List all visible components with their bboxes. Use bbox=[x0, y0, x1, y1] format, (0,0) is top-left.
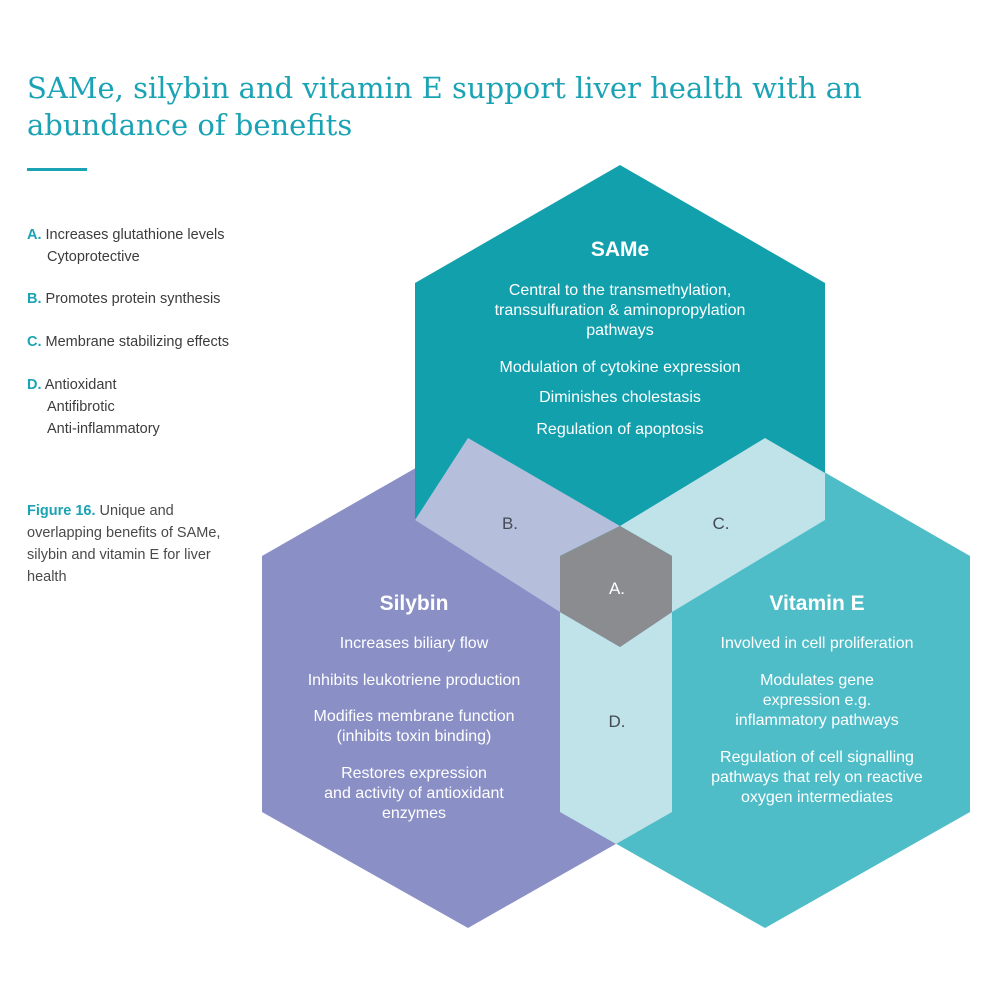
legend-text: Cytoprotective bbox=[47, 249, 140, 265]
vitamin-e-benefit-line: pathways that rely on reactive bbox=[711, 769, 923, 786]
legend-item-d: D. Antioxidant Antifibrotic Anti-inflamm… bbox=[27, 374, 160, 440]
same-benefit-line: Central to the transmethylation, bbox=[509, 282, 731, 299]
overlap-region-b bbox=[415, 438, 620, 612]
legend-letter: D. bbox=[27, 377, 42, 393]
legend-letter: A. bbox=[27, 227, 42, 243]
same-benefit-line: Regulation of apoptosis bbox=[536, 421, 703, 438]
legend-text: Increases glutathione levels bbox=[45, 227, 225, 243]
legend-letter: B. bbox=[27, 291, 42, 307]
silybin-benefit-line: enzymes bbox=[382, 805, 446, 822]
diagram-title: SAMe, silybin and vitamin E support live… bbox=[27, 71, 862, 142]
same-benefit-line: pathways bbox=[586, 322, 654, 339]
overlap-label-c: C. bbox=[713, 514, 730, 533]
legend-text: Anti-inflammatory bbox=[47, 421, 160, 437]
vitamin-e-benefit-line: Modulates gene bbox=[760, 672, 874, 689]
legend-text: Antifibrotic bbox=[47, 399, 115, 415]
title-underline bbox=[27, 168, 87, 171]
figure-caption: Figure 16. Unique and overlapping benefi… bbox=[27, 500, 222, 588]
caption-text: Unique and overlapping benefits of SAMe,… bbox=[27, 503, 221, 585]
overlap-region-c bbox=[620, 438, 825, 612]
vitamin-e-benefit-line: Involved in cell proliferation bbox=[721, 635, 914, 652]
overlap-label-a: A. bbox=[609, 579, 625, 598]
silybin-benefit-line: (inhibits toxin binding) bbox=[337, 728, 492, 745]
vitamin-e-benefit-line: expression e.g. bbox=[763, 692, 872, 709]
overlap-label-d: D. bbox=[609, 712, 626, 731]
same-title: SAMe bbox=[591, 238, 649, 261]
overlap-region-d bbox=[560, 612, 672, 844]
silybin-title: Silybin bbox=[380, 592, 449, 615]
same-benefit-line: transsulfuration & aminopropylation bbox=[495, 302, 746, 319]
silybin-benefit-line: Increases biliary flow bbox=[340, 635, 489, 652]
legend-text: Antioxidant bbox=[44, 377, 117, 393]
legend-item-b: B. Promotes protein synthesis bbox=[27, 288, 220, 310]
overlap-label-b: B. bbox=[502, 514, 518, 533]
legend-text: Membrane stabilizing effects bbox=[45, 334, 230, 350]
vitamin-e-benefit-line: inflammatory pathways bbox=[735, 712, 899, 729]
legend-item-a: A. Increases glutathione levels Cytoprot… bbox=[27, 224, 224, 268]
vitamin-e-benefit-line: Regulation of cell signalling bbox=[720, 749, 914, 766]
legend-letter: C. bbox=[27, 334, 42, 350]
caption-label: Figure 16. bbox=[27, 503, 96, 519]
silybin-benefit-line: Restores expression bbox=[341, 765, 487, 782]
vitamin-e-title: Vitamin E bbox=[769, 592, 864, 615]
silybin-benefit-line: Inhibits leukotriene production bbox=[308, 672, 521, 689]
same-benefit-line: Diminishes cholestasis bbox=[539, 389, 701, 406]
overlap-region-a bbox=[560, 526, 672, 647]
vitamin-e-benefit-line: oxygen intermediates bbox=[741, 789, 893, 806]
silybin-benefit-line: Modifies membrane function bbox=[314, 708, 515, 725]
legend-item-c: C. Membrane stabilizing effects bbox=[27, 331, 229, 353]
same-benefit-line: Modulation of cytokine expression bbox=[499, 359, 740, 376]
silybin-benefit-line: and activity of antioxidant bbox=[324, 785, 504, 802]
legend-text: Promotes protein synthesis bbox=[45, 291, 221, 307]
